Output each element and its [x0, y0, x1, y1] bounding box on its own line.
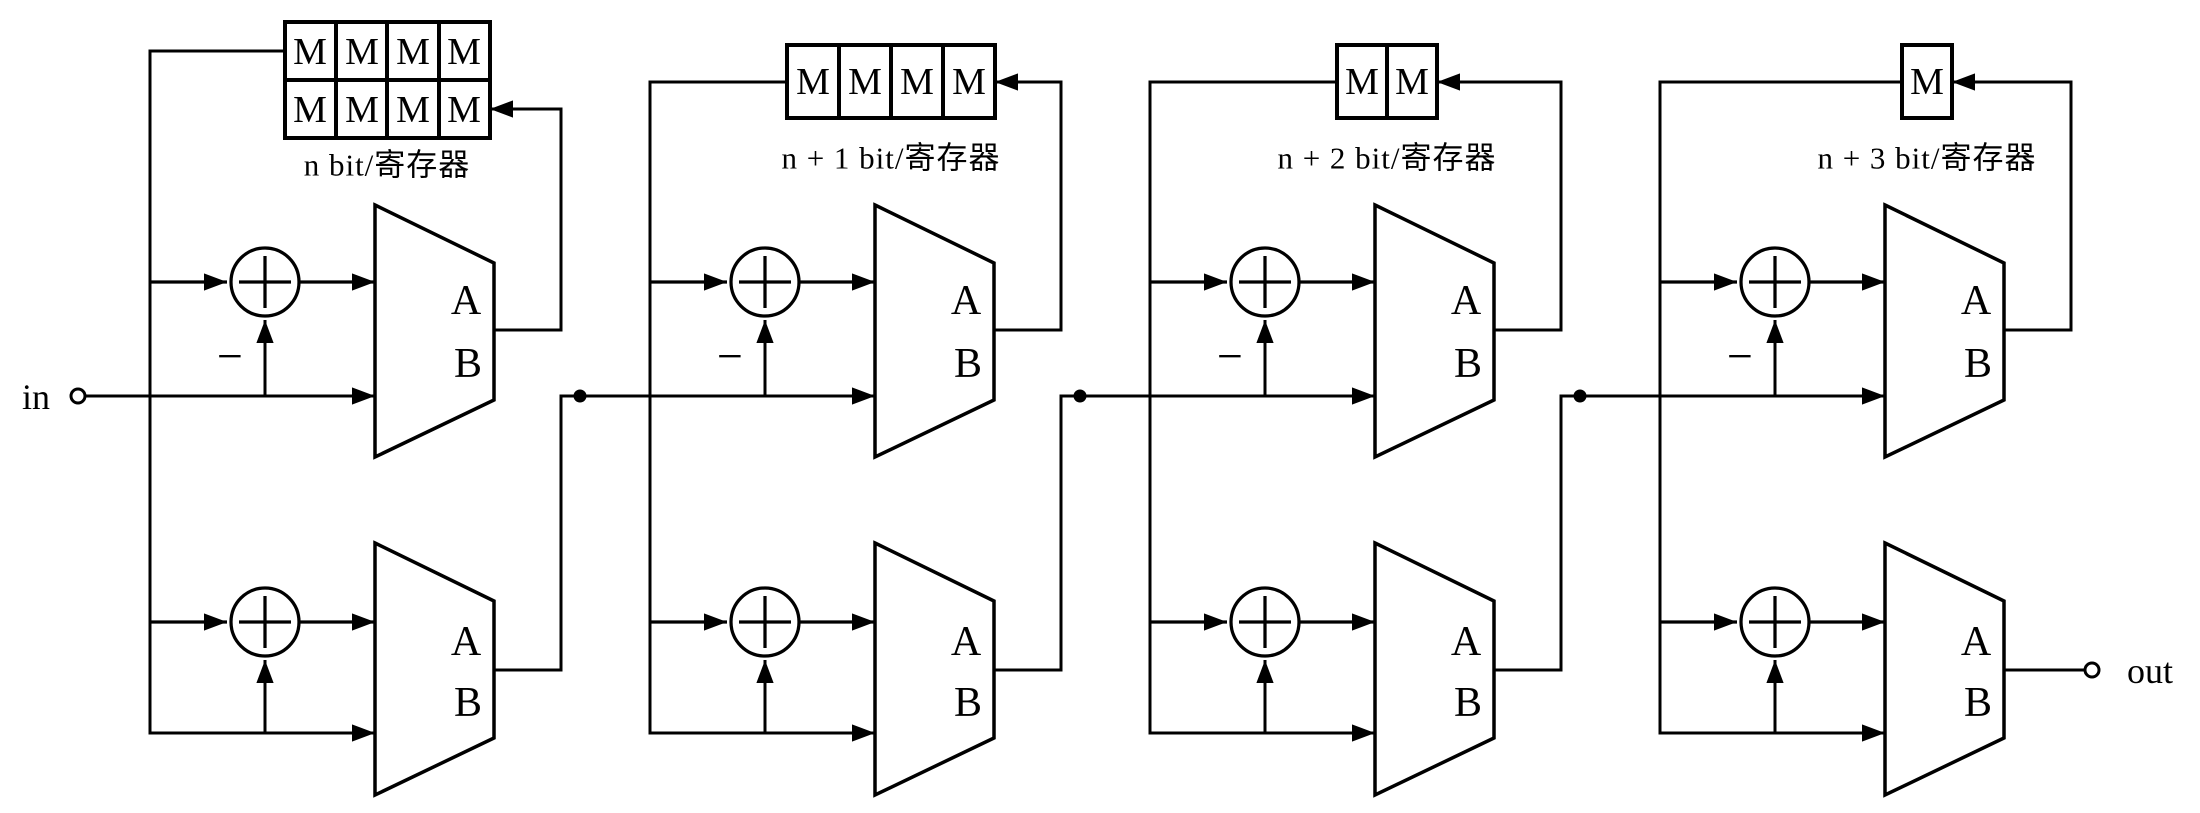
register-stage-1: M M M M M M M M: [283, 20, 492, 140]
output-terminal-circle: [2083, 661, 2101, 679]
register-label: n + 3 bit/寄存器: [1817, 141, 2036, 176]
mux-a-label: A: [451, 278, 482, 324]
register-output-rail-wire: [1148, 80, 1375, 742]
register-cell-m: M: [848, 61, 882, 103]
mux-b-label: B: [954, 680, 982, 726]
junction-dot: [1073, 389, 1087, 403]
mux-b-label: B: [454, 341, 482, 387]
mux-a-label: A: [1451, 278, 1482, 324]
mux-b-label: B: [454, 680, 482, 726]
register-output-rail-wire: [148, 49, 375, 742]
mux-bottom: [373, 541, 496, 797]
mux-a-label: A: [451, 619, 482, 665]
input-terminal-circle: [69, 387, 87, 405]
register-stage-4: M: [1900, 43, 1954, 120]
minus-sign: −: [217, 331, 243, 382]
register-cell-m: M: [293, 89, 327, 131]
register-cell-m: M: [1910, 61, 1944, 103]
register-cell-m: M: [447, 89, 481, 131]
register-label: n + 1 bit/寄存器: [781, 141, 1000, 176]
mux-bottom: [1373, 541, 1496, 797]
minus-sign: −: [717, 331, 743, 382]
register-cell-m: M: [396, 89, 430, 131]
adder-bottom: [1150, 588, 1375, 656]
mux-to-register-feedback-wire: [490, 100, 563, 332]
output-label: out: [2127, 651, 2173, 691]
adder-bottom: [650, 588, 875, 656]
output-terminal: out: [2004, 651, 2173, 691]
register-outline: [1900, 43, 1954, 120]
register-output-rail-wire: [1658, 80, 1902, 742]
input-label: in: [22, 377, 50, 417]
minus-sign: −: [1217, 331, 1243, 382]
adder-top: [1660, 248, 1885, 316]
mux-a-label: A: [1961, 619, 1992, 665]
mux-a-label: A: [951, 619, 982, 665]
mux-b-label: B: [1454, 680, 1482, 726]
register-cell-m: M: [345, 31, 379, 73]
register-cell-m: M: [396, 31, 430, 73]
register-cell-m: M: [1395, 61, 1429, 103]
register-cell-m: M: [345, 89, 379, 131]
register-stage-2: M M M M: [785, 43, 997, 120]
stage-output-wire: [994, 387, 1375, 672]
mux-b-label: B: [1454, 341, 1482, 387]
junction-dot: [1573, 389, 1587, 403]
mux-bottom: [873, 541, 996, 797]
mux-a-label: A: [1961, 278, 1992, 324]
minus-sign: −: [1727, 331, 1753, 382]
adder-top: [650, 248, 875, 316]
mux-to-register-feedback-wire: [1437, 73, 1563, 332]
stage-output-wire: [494, 387, 875, 672]
register-label: n bit/寄存器: [304, 148, 471, 183]
adder-bottom: [1660, 588, 1885, 656]
register-cell-m: M: [293, 31, 327, 73]
register-label: n + 2 bit/寄存器: [1277, 141, 1496, 176]
mux-top: [1373, 203, 1496, 459]
mux-top: [873, 203, 996, 459]
mux-to-register-feedback-wire: [1952, 73, 2073, 332]
stage-3: − A B A B M M n + 2 bit/寄存器: [1148, 43, 1885, 797]
register-output-rail-wire: [648, 80, 875, 742]
adder-top: [150, 248, 375, 316]
adder-bottom: [150, 588, 375, 656]
mux-top: [373, 203, 496, 459]
mux-a-label: A: [1451, 619, 1482, 665]
mux-top: [1883, 203, 2006, 459]
mux-bottom: [1883, 541, 2006, 797]
mux-b-label: B: [954, 341, 982, 387]
mux-b-label: B: [1964, 341, 1992, 387]
stage-1: − A B A B M M M M M M M M n bit/寄存器: [85, 20, 875, 797]
register-cell-m: M: [1345, 61, 1379, 103]
mux-to-register-feedback-wire: [994, 73, 1063, 332]
register-stage-3: M M: [1335, 43, 1439, 120]
register-cell-m: M: [447, 31, 481, 73]
stage-4: − A B A B M n + 3 bit/寄存器: [1658, 43, 2073, 797]
mux-a-label: A: [951, 278, 982, 324]
adder-top: [1150, 248, 1375, 316]
stage-2: − A B A B M M M M n + 1 bit/寄存器: [648, 43, 1375, 797]
mux-b-label: B: [1964, 680, 1992, 726]
junction-dot: [573, 389, 587, 403]
register-cell-m: M: [796, 61, 830, 103]
stage-output-wire: [1494, 387, 1885, 672]
register-cell-m: M: [952, 61, 986, 103]
register-cell-m: M: [900, 61, 934, 103]
input-terminal: in: [22, 377, 87, 417]
